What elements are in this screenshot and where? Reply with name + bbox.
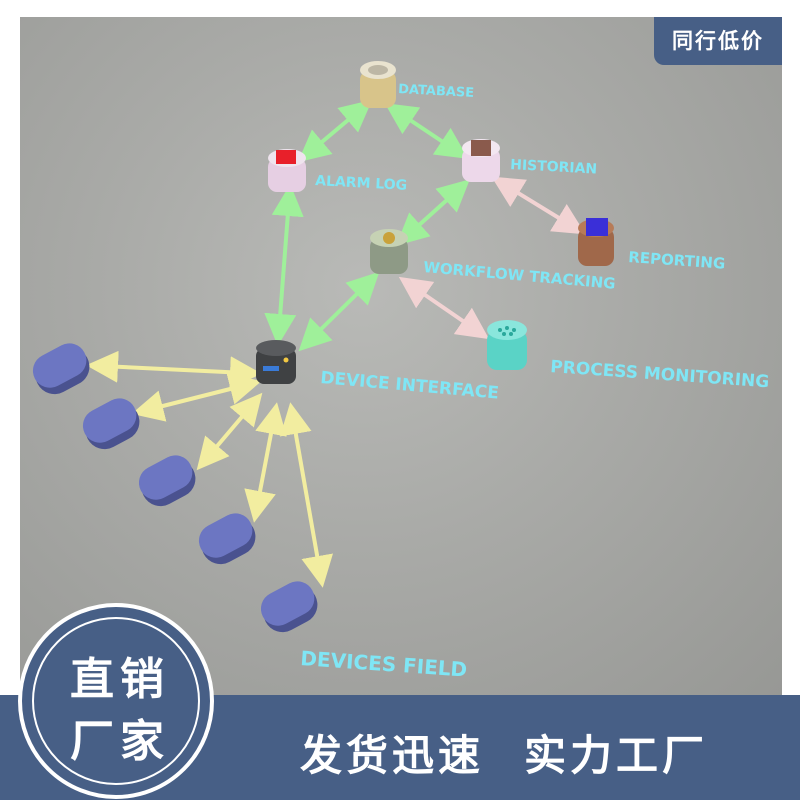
device-interface-icon [256, 340, 296, 384]
arrow-historian-reporting [491, 176, 586, 235]
field-device-5 [260, 581, 318, 633]
pink-arrows [398, 176, 586, 340]
label-database: DATABASE [398, 82, 475, 101]
green-arrows [264, 99, 470, 352]
label-alarm-log: ALARM LOG [315, 173, 408, 194]
arrow-device-2 [131, 373, 262, 422]
field-devices [32, 343, 318, 633]
field-device-4 [198, 513, 256, 565]
arrow-database-historian [384, 103, 469, 159]
alarm-log-icon [268, 149, 306, 192]
arrow-workflow-process [398, 276, 490, 340]
label-reporting: REPORTING [628, 248, 726, 273]
slogan-strong-factory: 实力工厂 [524, 731, 709, 780]
label-process-monitoring: PROCESS MONITORING [550, 357, 770, 392]
arrow-device-1 [86, 350, 262, 389]
field-device-1 [32, 343, 90, 395]
direct-sale-badge: 直销 厂家 [18, 603, 214, 799]
arrow-device-3 [196, 392, 263, 471]
workflow-icon [370, 229, 408, 274]
arrow-workflow-device [298, 271, 380, 352]
arrow-device-4 [244, 402, 287, 523]
label-device-interface: DEVICE INTERFACE [320, 368, 500, 404]
corner-tag: 同行低价 [654, 17, 782, 65]
label-historian: HISTORIAN [510, 157, 598, 178]
field-device-2 [82, 398, 140, 450]
arrow-database-alarm [297, 99, 373, 163]
badge-inner-ring [32, 617, 200, 785]
yellow-arrows [86, 350, 333, 588]
slogan-fast-shipping: 发货迅速 [300, 731, 485, 780]
field-device-3 [138, 455, 196, 507]
process-monitoring-icon [487, 320, 527, 370]
arrow-historian-workflow [396, 179, 470, 246]
badge-line-1: 直销 [70, 654, 170, 705]
slogan-row: 发货迅速实力工厂 [300, 722, 708, 783]
label-devices-field: DEVICES FIELD [300, 646, 468, 682]
arrow-alarm-device [264, 184, 304, 346]
badge-line-2: 厂家 [70, 716, 170, 767]
arrow-device-5 [280, 402, 333, 588]
historian-icon [462, 139, 500, 182]
reporting-icon [578, 218, 614, 266]
database-icon [360, 61, 396, 108]
